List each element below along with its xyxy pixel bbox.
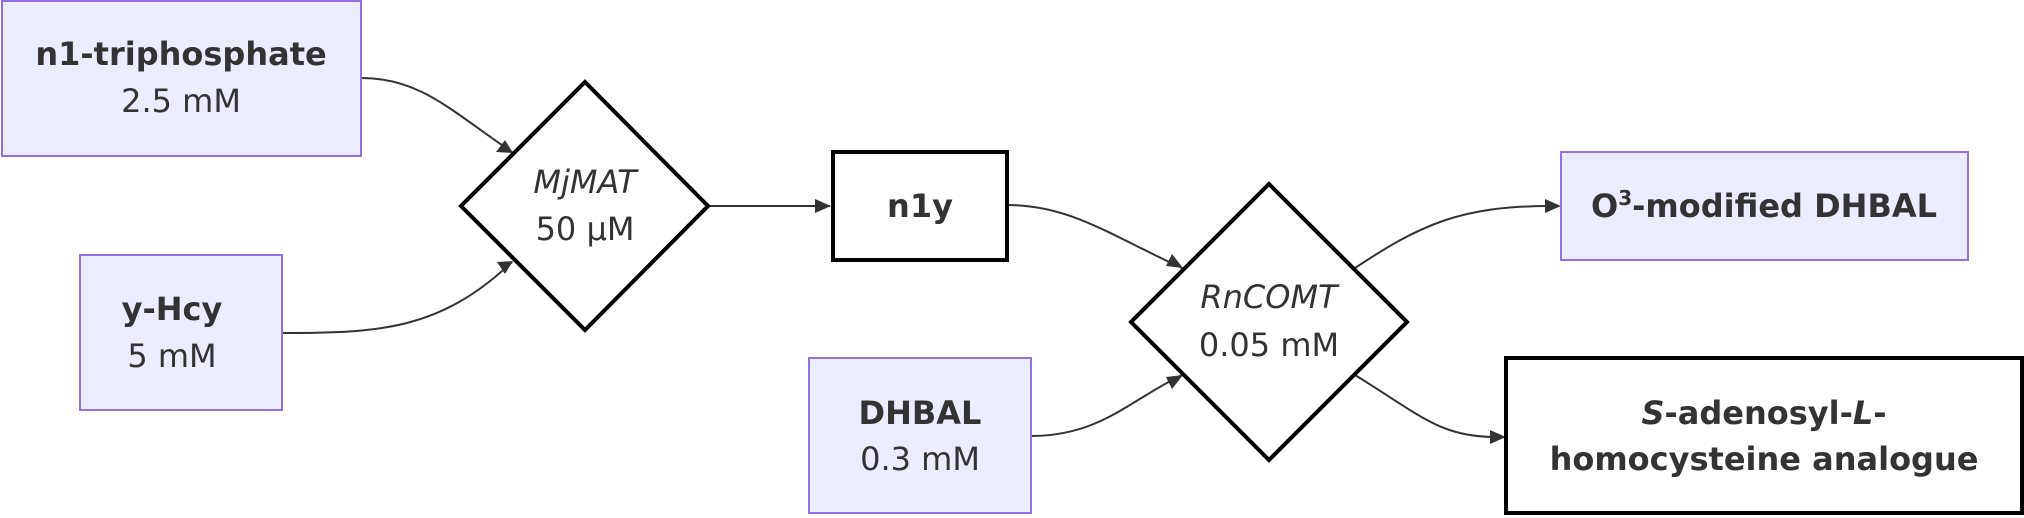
edge-n1-triphosphate-to-mjmat <box>360 77 513 153</box>
dhbal-label: DHBAL <box>859 394 982 432</box>
node-n1y-box <box>831 150 1009 262</box>
node-mjmat: MjMAT 50 µM <box>458 79 711 333</box>
rncomt-concentration: 0.05 mM <box>1199 326 1339 364</box>
node-o3-modified-dhbal-box <box>1560 151 1969 261</box>
o3-suffix: -modified DHBAL <box>1632 187 1937 225</box>
sah-analogue-line1: S-adenosyl-L- <box>1641 394 1886 432</box>
n1-triphosphate-concentration: 2.5 mM <box>121 82 241 120</box>
o3-superscript: 3 <box>1618 186 1632 210</box>
edge-n1y-to-rncomt <box>1006 204 1183 269</box>
edge-dhbal-to-rncomt <box>1030 374 1183 437</box>
node-y-hcy: y-Hcy 5 mM <box>79 254 283 411</box>
y-hcy-label: y-Hcy <box>122 290 223 328</box>
node-sah-analogue: S-adenosyl-L- homocysteine analogue <box>1504 356 2024 515</box>
n1-triphosphate-label: n1-triphosphate <box>35 35 326 73</box>
sah-adenosyl: -adenosyl- <box>1664 394 1852 432</box>
arrowheads <box>496 140 1561 444</box>
node-sah-analogue-box <box>1504 356 2024 515</box>
node-rncomt-diamond <box>1128 181 1410 463</box>
n1y-label: n1y <box>887 187 953 225</box>
arrowhead-rncomt-top <box>1166 254 1183 268</box>
node-o3-modified-dhbal: O3-modified DHBAL <box>1560 151 1969 261</box>
arrowhead-rncomt-bottom <box>1166 375 1183 389</box>
node-n1y: n1y <box>831 150 1009 262</box>
rncomt-enzyme-label: RnCOMT <box>1200 278 1340 316</box>
node-n1-triphosphate: n1-triphosphate 2.5 mM <box>1 0 362 157</box>
edge-y-hcy-to-mjmat <box>281 261 513 334</box>
edge-rncomt-to-sah <box>1354 374 1496 438</box>
node-dhbal-box <box>808 357 1032 514</box>
o3-prefix: O <box>1591 187 1618 225</box>
node-n1-triphosphate-box <box>1 0 362 157</box>
arrowhead-o3-dhbal <box>1545 199 1561 213</box>
sah-dash: - <box>1873 394 1886 432</box>
dhbal-concentration: 0.3 mM <box>860 440 980 478</box>
arrowhead-sah <box>1490 430 1506 444</box>
mjmat-concentration: 50 µM <box>536 210 635 248</box>
arrowhead-n1y <box>815 199 831 213</box>
sah-analogue-line2: homocysteine analogue <box>1550 440 1979 478</box>
node-mjmat-diamond <box>458 79 711 333</box>
node-rncomt: RnCOMT 0.05 mM <box>1128 181 1410 463</box>
edge-rncomt-to-o3-dhbal <box>1354 205 1551 269</box>
o3-modified-dhbal-label: O3-modified DHBAL <box>1591 186 1937 225</box>
node-y-hcy-box <box>79 254 283 411</box>
sah-l-prefix: L <box>1853 394 1873 432</box>
sah-s-prefix: S <box>1641 394 1664 432</box>
y-hcy-concentration: 5 mM <box>127 337 216 375</box>
node-dhbal: DHBAL 0.3 mM <box>808 357 1032 514</box>
mjmat-enzyme-label: MjMAT <box>533 163 639 201</box>
arrowhead-mjmat-top <box>496 140 513 153</box>
arrowhead-mjmat-bottom <box>497 261 513 274</box>
edges <box>281 77 1551 438</box>
